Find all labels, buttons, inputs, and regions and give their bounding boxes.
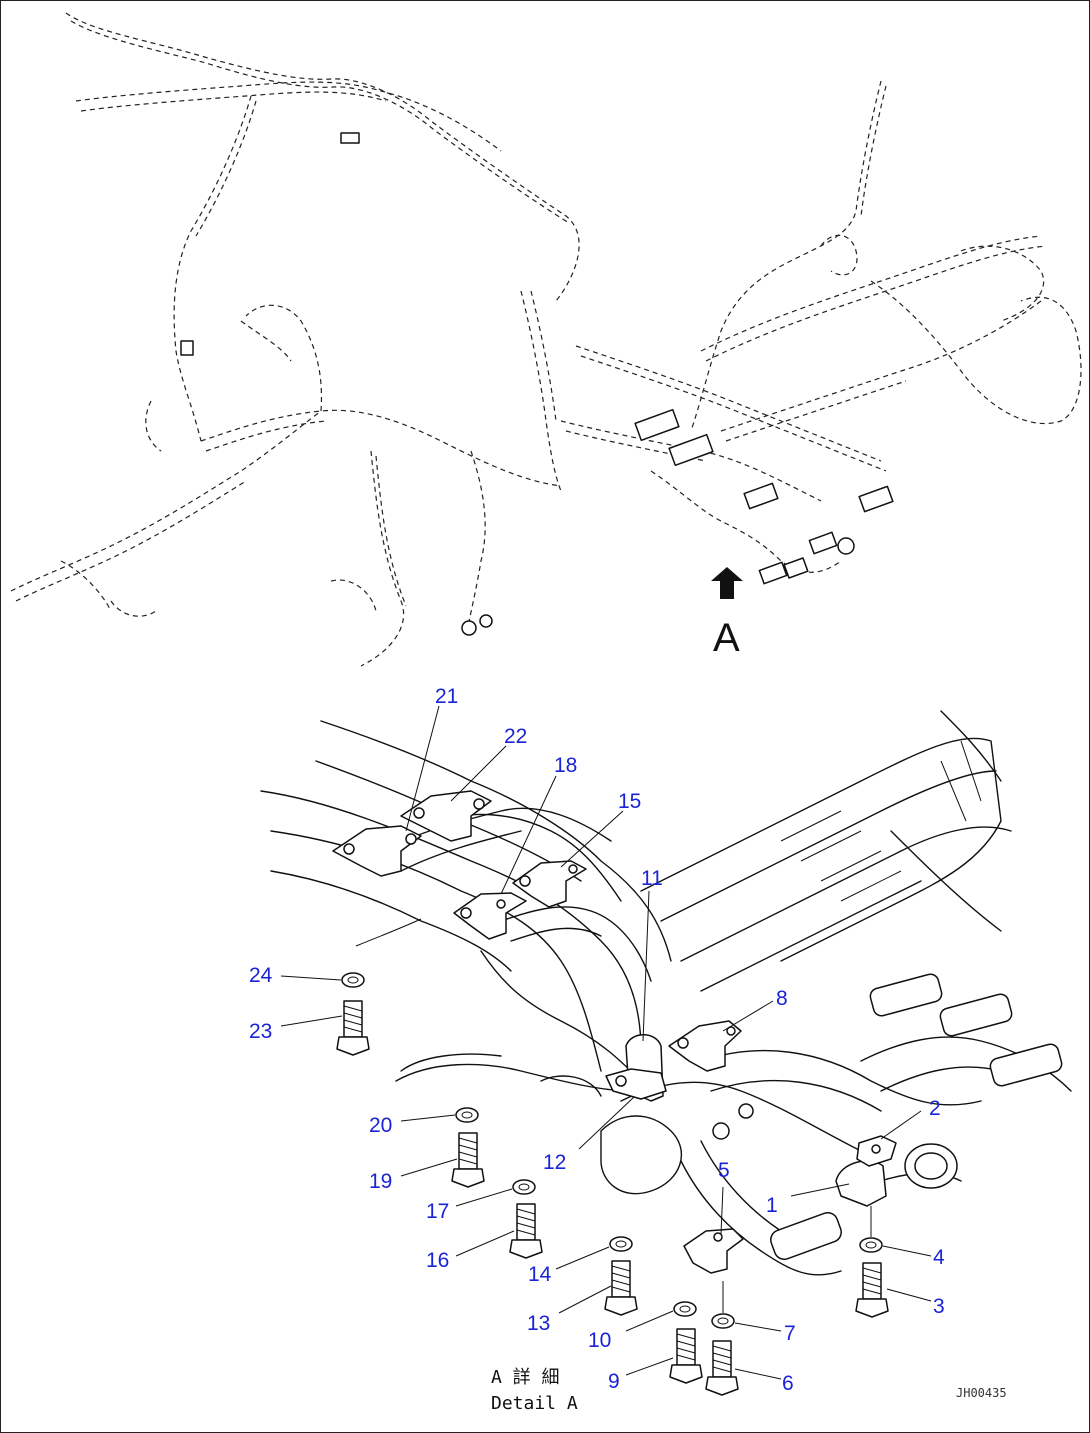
callout-14: 14 xyxy=(528,1263,552,1286)
callout-20: 20 xyxy=(369,1114,392,1137)
callout-1: 1 xyxy=(766,1194,778,1217)
callout-11: 11 xyxy=(641,867,663,890)
bolt-6 xyxy=(705,1340,739,1396)
callout-10: 10 xyxy=(588,1329,611,1352)
callout-19: 19 xyxy=(369,1170,392,1193)
callout-13: 13 xyxy=(527,1312,550,1335)
detail-label-jp: A 詳 細 xyxy=(491,1367,560,1388)
clamp-21 xyxy=(332,825,422,877)
callout-22: 22 xyxy=(504,725,527,748)
callout-4: 4 xyxy=(933,1246,945,1269)
washer-17 xyxy=(512,1179,536,1195)
washer-24 xyxy=(341,972,365,988)
clamp-12 xyxy=(605,1068,667,1100)
bolt-16 xyxy=(509,1203,543,1259)
clamp-2 xyxy=(856,1135,897,1167)
view-arrow-a: A xyxy=(711,567,743,660)
clamp-18 xyxy=(453,892,527,940)
callout-21: 21 xyxy=(435,685,458,708)
callout-6: 6 xyxy=(782,1372,794,1395)
callout-15: 15 xyxy=(618,790,641,813)
clamp-15 xyxy=(512,860,587,908)
washer-7 xyxy=(711,1313,735,1329)
bolt-3 xyxy=(855,1262,889,1318)
callout-8: 8 xyxy=(776,987,788,1010)
callout-17: 17 xyxy=(426,1200,449,1223)
leader-lines xyxy=(280,705,932,1380)
drawing-code: JH00435 xyxy=(956,1386,1007,1400)
detail-label-en: Detail A xyxy=(491,1393,578,1414)
callout-7: 7 xyxy=(784,1322,796,1345)
overview-harness xyxy=(10,12,1082,667)
bolt-23 xyxy=(336,1000,370,1056)
callout-18: 18 xyxy=(554,754,577,777)
callout-9: 9 xyxy=(608,1370,620,1393)
view-letter-a: A xyxy=(713,616,740,660)
bolt-13 xyxy=(604,1260,638,1316)
callout-12: 12 xyxy=(543,1151,566,1174)
callout-23: 23 xyxy=(249,1020,272,1043)
detail-a-assembly xyxy=(260,710,1072,1276)
callout-5: 5 xyxy=(718,1159,730,1182)
clamp-5 xyxy=(683,1228,744,1274)
callout-numbers: 21 22 18 15 11 8 24 23 20 19 12 2 1 5 17… xyxy=(249,685,945,1395)
bolt-9 xyxy=(669,1328,703,1384)
clamp-8 xyxy=(668,1020,742,1072)
callout-3: 3 xyxy=(933,1295,945,1318)
clamp-1 xyxy=(835,1160,887,1207)
callout-24: 24 xyxy=(249,964,273,987)
washer-20 xyxy=(455,1107,479,1123)
washer-10 xyxy=(673,1301,697,1317)
callout-2: 2 xyxy=(929,1097,941,1120)
callout-16: 16 xyxy=(426,1249,449,1272)
bolt-19 xyxy=(451,1132,485,1188)
clamp-22 xyxy=(400,790,492,842)
washer-14 xyxy=(609,1236,633,1252)
washer-4 xyxy=(859,1237,883,1253)
